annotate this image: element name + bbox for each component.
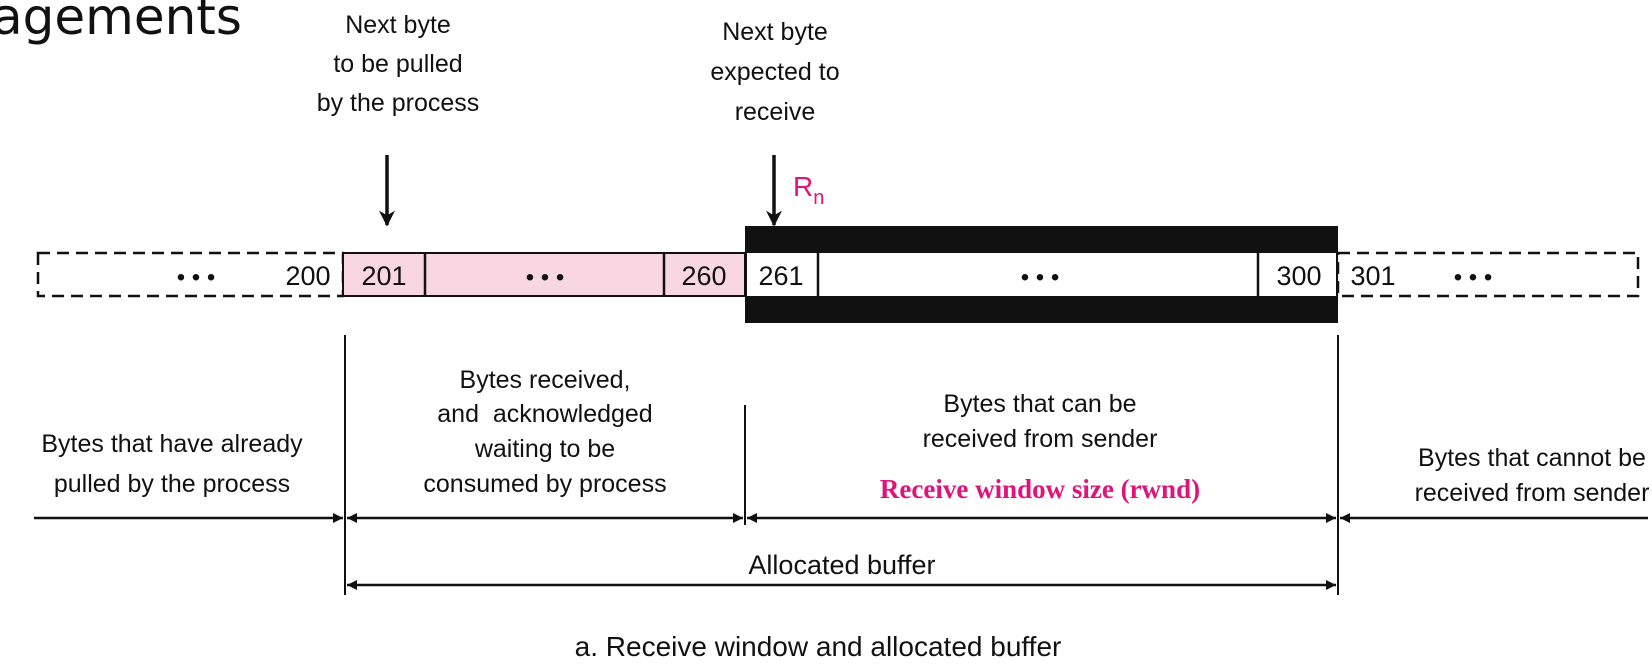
region-already-pulled-line-1: Bytes that have already [41, 430, 303, 458]
pointer-next-pulled-line-2: to be pulled [333, 50, 462, 78]
label-260: 260 [681, 261, 726, 291]
label-301: 301 [1350, 261, 1395, 291]
pointer-next-pulled-line-3: by the process [317, 89, 480, 117]
region-can-receive-line-1: Bytes that can be [943, 390, 1136, 418]
pointer-next-pulled-line-1: Next byte [345, 11, 451, 39]
region-received-acked-line-2: and acknowledged [437, 400, 652, 428]
pointer-next-expected-line-3: receive [735, 98, 816, 126]
heading-fragment: agements [0, 0, 242, 46]
ellipsis-window: • • • [1021, 264, 1060, 291]
receive-window-slot [747, 253, 1336, 296]
region-already-pulled-line-2: pulled by the process [54, 470, 290, 498]
region-can-receive-line-2: received from sender [923, 425, 1158, 453]
region-received-acked-line-4: consumed by process [423, 470, 666, 498]
allocated-buffer-label: Allocated buffer [748, 550, 935, 580]
buffer-received-acked [342, 252, 746, 297]
label-200: 200 [285, 261, 330, 291]
pointer-next-expected-line-1: Next byte [722, 18, 828, 46]
region-cannot-receive-line-2: received from sender [1415, 479, 1650, 507]
ellipsis-right: • • • [1454, 264, 1493, 291]
region-received-acked-line-3: waiting to be [474, 435, 615, 463]
region-cannot-receive-line-1: Bytes that cannot be [1418, 444, 1646, 472]
region-rwnd-label: Receive window size (rwnd) [880, 474, 1200, 504]
region-received-acked-line-1: Bytes received, [460, 366, 631, 394]
diagram-caption: a. Receive window and allocated buffer [575, 631, 1062, 662]
label-300: 300 [1276, 261, 1321, 291]
label-201: 201 [361, 261, 406, 291]
pointer-next-expected: Next byte expected to receive Rn [710, 18, 840, 227]
rn-label: Rn [793, 171, 824, 209]
ellipsis-left: • • • [177, 264, 216, 291]
ellipsis-pink: • • • [526, 264, 565, 291]
pointer-next-pulled: Next byte to be pulled by the process [317, 11, 480, 227]
pointer-next-expected-line-2: expected to [710, 58, 839, 86]
label-261: 261 [758, 261, 803, 291]
